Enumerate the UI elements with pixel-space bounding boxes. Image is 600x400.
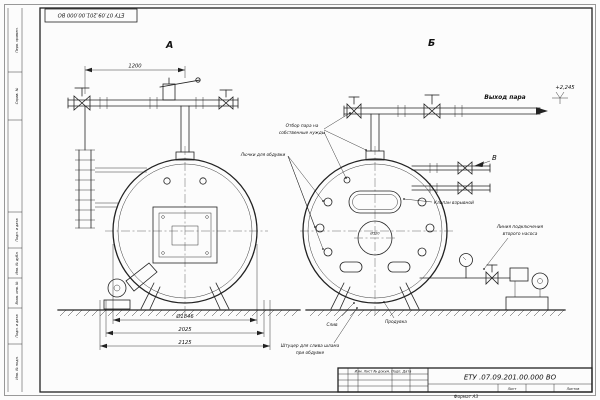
view-a-front: А	[67, 40, 271, 350]
svg-text:Ø1846: Ø1846	[175, 313, 194, 320]
svg-text:Клапан взрывной: Клапан взрывной	[434, 200, 474, 206]
margin-label-perv-primen: Перв. примен.	[15, 27, 19, 52]
main-steam-valve	[423, 94, 441, 119]
feed-pump	[505, 267, 549, 311]
title-block: Изм. Лист № докум. Подп. Дата ЕТУ .07.09…	[337, 367, 593, 400]
explosion-valve-oval	[348, 190, 402, 214]
hand-hole-left	[339, 261, 363, 273]
sight-hole-left	[163, 177, 171, 185]
svg-text:Продувка: Продувка	[385, 319, 407, 325]
callout-blow-hatches: Лючки для обдувки	[240, 152, 324, 250]
callout-explosion-valve: Клапан взрывной	[403, 198, 474, 206]
title-block-header-row: Изм. Лист № докум. Подп. Дата	[355, 369, 412, 373]
boiler-shell-front	[112, 158, 258, 304]
svg-text:Линия подключения: Линия подключения	[496, 224, 544, 230]
pump-valve	[485, 264, 499, 285]
blow-hatches	[315, 176, 435, 257]
dim-base-width: 2025	[105, 300, 265, 337]
view-v-arrow: В	[474, 154, 497, 167]
pressure-gauge	[459, 253, 473, 279]
format-label: Формат А3	[454, 394, 479, 400]
sheet-frame: Перв. примен. Справ. № Подп. и дата Инв.…	[4, 4, 596, 396]
callout-steam-outlet: Выход пара	[484, 94, 525, 101]
steam-dome-front	[175, 151, 195, 161]
sheet-label: Лист	[507, 387, 518, 391]
steam-dome-rear	[365, 150, 385, 161]
shutoff-valve-left	[73, 87, 91, 111]
steam-pipe-front	[67, 77, 239, 161]
dim-overall-width: 2125	[99, 300, 271, 350]
svg-text:второго насоса: второго насоса	[503, 232, 538, 237]
supports-rear	[330, 282, 420, 310]
svg-text:при обдувке: при обдувке	[296, 350, 325, 356]
safety-valve	[159, 77, 201, 101]
svg-text:собственные нужды: собственные нужды	[279, 130, 326, 136]
dim-furnace-diameter: Ø520	[369, 231, 379, 236]
view-b-label: Б	[428, 38, 435, 49]
callout-second-pump: Линия подключения второго насоса	[483, 224, 544, 270]
feed-pump-assembly	[419, 253, 549, 311]
svg-text:Отбор пара на: Отбор пара на	[286, 123, 319, 129]
blower-fan	[103, 262, 158, 310]
shutoff-valve-right	[218, 89, 234, 110]
water-level-column	[75, 105, 147, 229]
svg-text:2025: 2025	[178, 327, 192, 333]
steam-outlet-pipe: Выход пара +2,245	[343, 85, 575, 161]
ground-lines	[57, 309, 566, 317]
svg-text:1200: 1200	[128, 64, 142, 70]
margin-label-inv-dubl: Инв. № дубл.	[15, 251, 19, 274]
svg-text:Лючки для обдувки: Лючки для обдувки	[240, 152, 286, 158]
supports-front	[140, 282, 230, 310]
furnace-tube: Ø520	[354, 220, 396, 256]
view-b-rear: Б Ø520	[300, 38, 575, 316]
hand-hole-right	[387, 261, 411, 273]
doc-code: ЕТУ .07.09.201.00.000 ВО	[464, 374, 557, 382]
sheets-label: Листов	[566, 387, 580, 391]
margin-label-podp-data-2: Подп. и дата	[15, 314, 19, 337]
callout-blowdown: Продувка	[383, 301, 407, 325]
boiler-shell-rear	[302, 158, 448, 304]
callout-sludge: Штуцер для слива шлама при обдувке	[281, 307, 358, 356]
top-stamp-code: ЕТУ 07.09.201.00.000 ВО	[58, 12, 125, 18]
callouts: Отбор пара на собственные нужды Лючки дл…	[240, 112, 544, 356]
level-gauge-pipes	[411, 161, 491, 195]
dim-level-mark: +2,245	[555, 85, 575, 91]
sight-hole-right	[199, 177, 207, 185]
margin-label-podp-data-1: Подп. и дата	[15, 218, 19, 241]
margin-label-sprav: Справ. №	[15, 87, 19, 104]
burner-door	[152, 206, 218, 264]
margin-label-vzam-inv: Взам. инв. №	[15, 281, 19, 304]
svg-text:Слив: Слив	[326, 322, 338, 328]
dim-shell-diameter: Ø1846	[112, 244, 258, 324]
top-stamp-box	[44, 8, 138, 23]
flow-arrow	[536, 107, 548, 115]
dim-pipe-span: 1200	[84, 64, 186, 94]
svg-text:2125: 2125	[178, 340, 192, 346]
callout-drain: Слив	[326, 302, 355, 328]
level-mark: +2,245	[552, 85, 575, 104]
view-v-label: В	[492, 154, 497, 162]
svg-text:Штуцер для слива шлама: Штуцер для слива шлама	[281, 343, 340, 349]
own-needs-valve	[346, 96, 362, 119]
view-a-label: А	[165, 40, 173, 51]
callout-own-needs: Отбор пара на собственные нужды	[279, 112, 367, 179]
margin-label-inv-podl: Инв. № подл.	[15, 356, 19, 379]
